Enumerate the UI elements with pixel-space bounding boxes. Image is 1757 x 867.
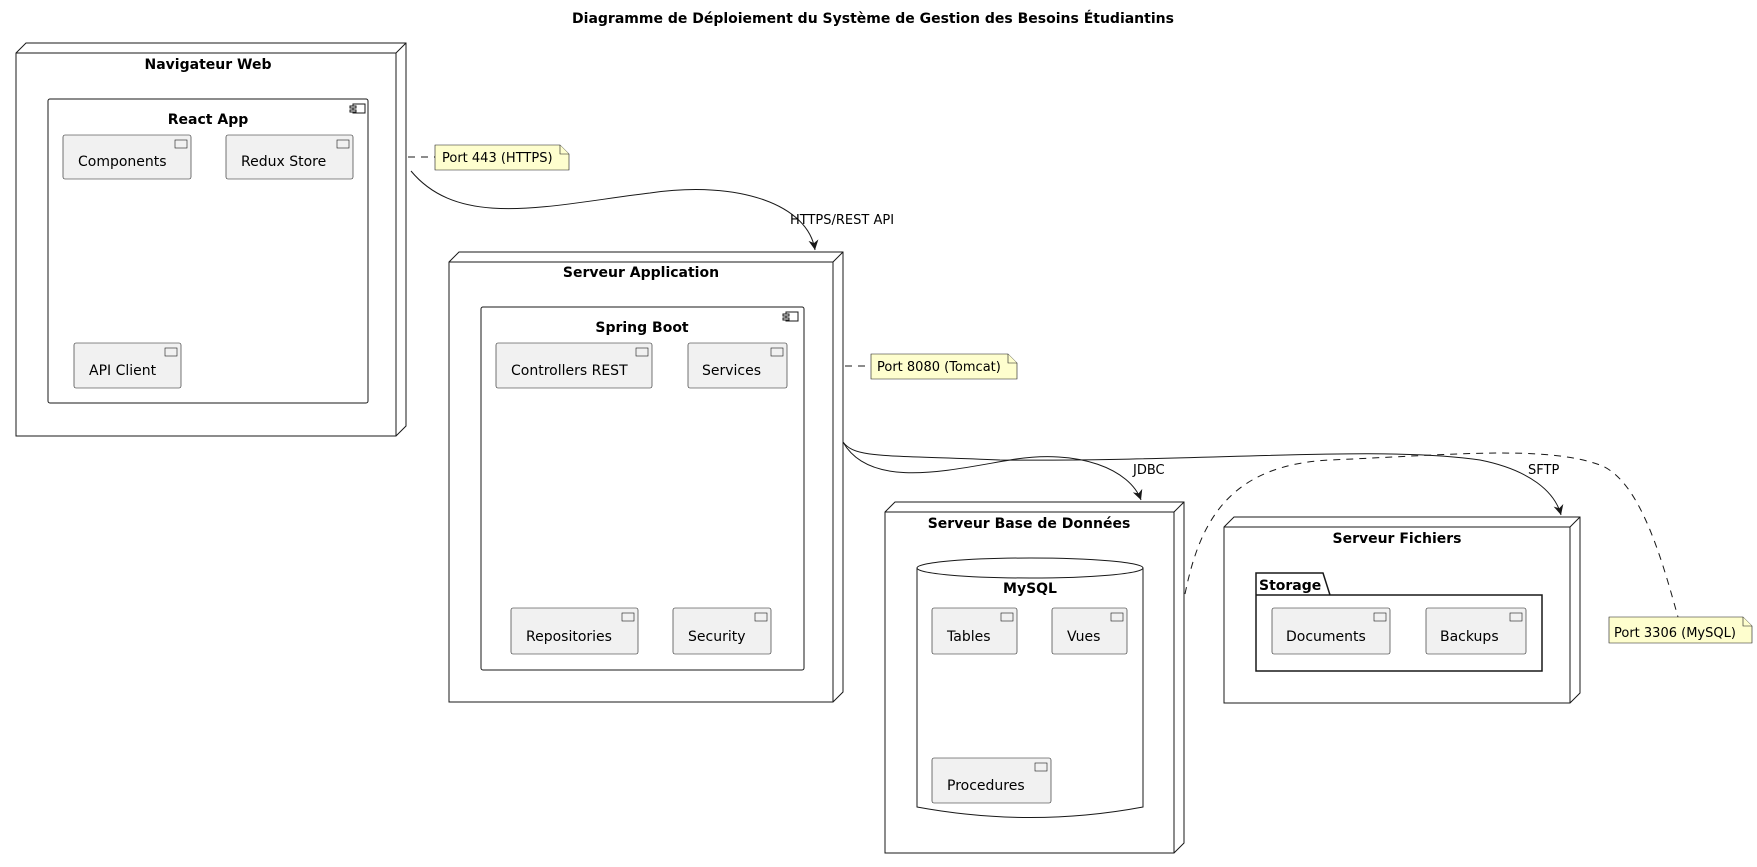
note-port-443[interactable]: Port 443 (HTTPS) [408,144,570,171]
component-label: Redux Store [241,154,326,170]
edge-sftp[interactable]: SFTP [842,441,1564,516]
note-port-3306[interactable]: Port 3306 (MySQL) [1184,452,1753,644]
node-serveur-application[interactable]: Serveur Application Spring Boot Controll… [448,251,844,703]
component-backups[interactable]: Backups [1425,607,1527,655]
edge-label-sftp: SFTP [1528,463,1559,478]
component-label: API Client [89,363,157,379]
database-mysql[interactable]: MySQL Tables Vues Procedures [916,557,1144,818]
node-title-application: Serveur Application [563,265,719,281]
edge-https-rest-api[interactable]: HTTPS/REST API [410,170,894,251]
component-security[interactable]: Security [672,607,772,655]
node-serveur-base-de-donnees[interactable]: Serveur Base de Données MySQL Tables Vue… [884,501,1185,854]
database-title-mysql: MySQL [1003,581,1057,597]
component-title-spring: Spring Boot [595,320,689,336]
diagram-title: Diagramme de Déploiement du Système de G… [572,10,1174,27]
component-procedures[interactable]: Procedures [931,757,1052,804]
node-title-fichiers: Serveur Fichiers [1332,531,1461,547]
edge-jdbc[interactable]: JDBC [842,441,1165,501]
edge-label-rest: HTTPS/REST API [790,213,894,228]
component-icon [349,103,366,114]
component-label: Backups [1440,629,1499,645]
component-vues[interactable]: Vues [1051,607,1128,655]
node-serveur-fichiers[interactable]: Serveur Fichiers Storage Documents Backu… [1223,516,1581,704]
note-text-tomcat: Port 8080 (Tomcat) [877,360,1001,375]
component-controllers-rest[interactable]: Controllers REST [495,342,653,389]
component-label: Controllers REST [511,363,628,379]
component-services[interactable]: Services [687,342,788,389]
component-label: Vues [1067,629,1100,645]
component-spring-boot[interactable]: Spring Boot Controllers REST Services Re… [480,306,805,671]
component-label: Security [688,629,746,645]
component-label: Components [78,154,167,170]
node-navigateur-web[interactable]: Navigateur Web React App Components Redu… [15,42,407,437]
node-title-database: Serveur Base de Données [928,516,1131,532]
package-title-storage: Storage [1259,578,1321,594]
component-tables[interactable]: Tables [931,607,1018,655]
component-react-app[interactable]: React App Components Redux Store API Cli… [47,98,369,404]
component-components[interactable]: Components [62,134,192,180]
note-text-mysql: Port 3306 (MySQL) [1614,626,1736,641]
component-label: Repositories [526,629,612,645]
component-api-client[interactable]: API Client [73,342,182,389]
component-redux-store[interactable]: Redux Store [225,134,354,180]
note-text-https: Port 443 (HTTPS) [442,151,553,166]
package-storage[interactable]: Storage Documents Backups [1255,572,1543,672]
edge-label-jdbc: JDBC [1132,463,1165,478]
component-icon [782,311,799,322]
node-title-navigateur: Navigateur Web [145,57,272,73]
component-title-react: React App [168,112,248,128]
note-port-8080[interactable]: Port 8080 (Tomcat) [845,353,1018,380]
component-label: Procedures [947,778,1025,794]
component-documents[interactable]: Documents [1271,607,1391,655]
component-label: Documents [1286,629,1366,645]
component-label: Services [702,363,761,379]
component-label: Tables [946,629,991,645]
component-repositories[interactable]: Repositories [510,607,639,655]
